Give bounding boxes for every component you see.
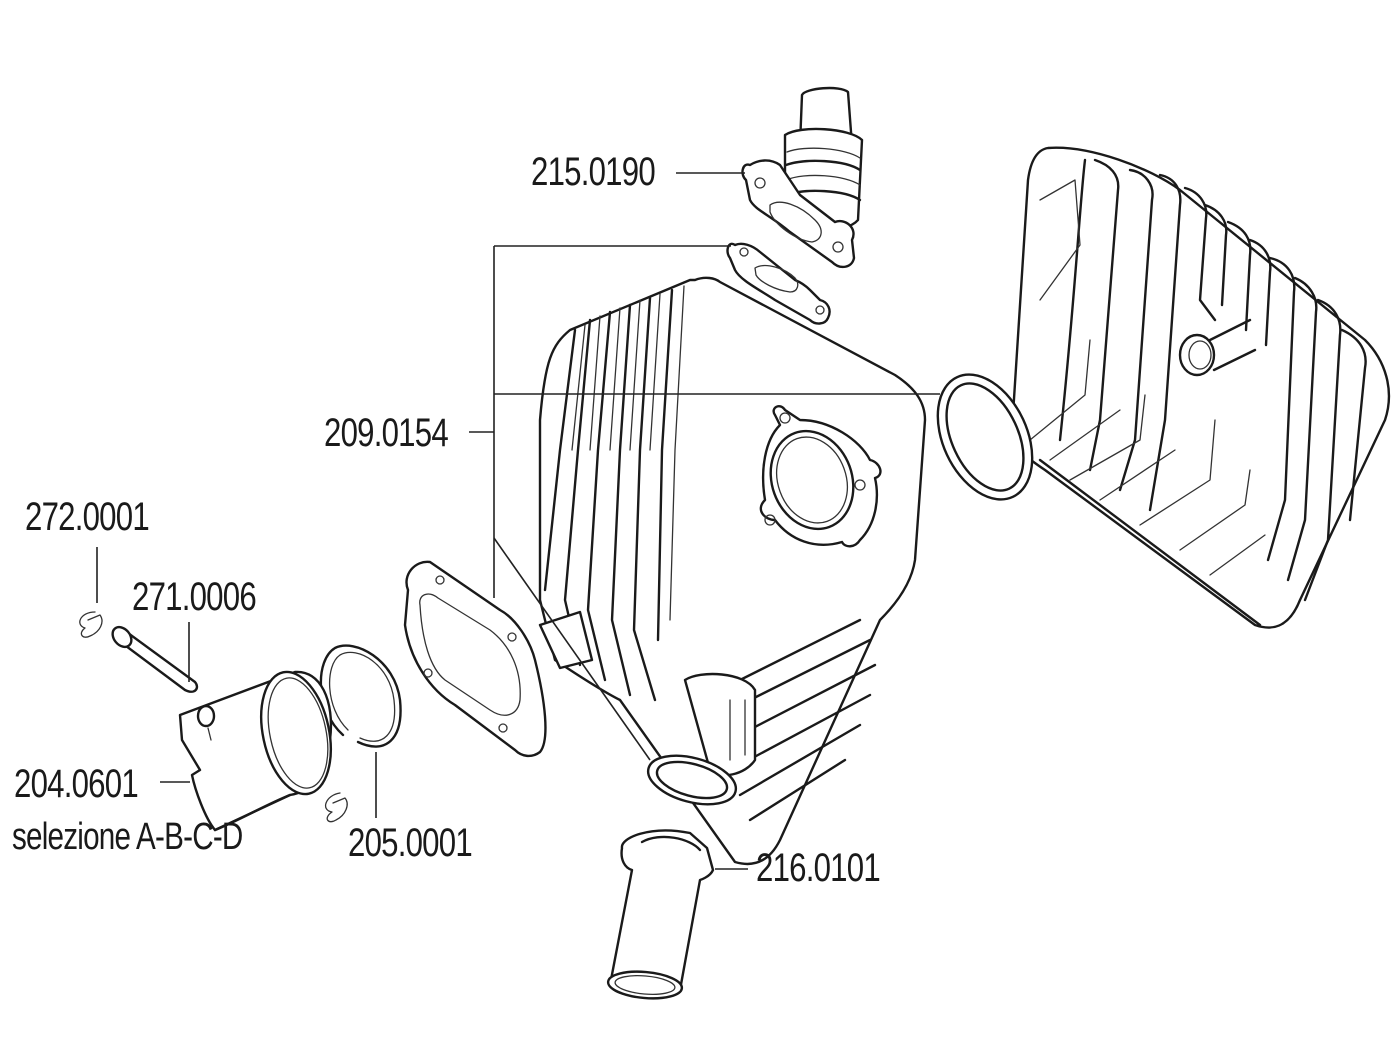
leader-lines [96,172,940,870]
piston-drawing [178,670,333,832]
circlip-bottom-drawing [324,792,348,823]
part-label-271-0006: 271.0006 [132,575,257,619]
part-label-272-0001: 272.0001 [25,495,150,539]
intake-gasket-drawing [726,242,831,325]
base-gasket-drawing [403,560,547,758]
piston-ring-drawing [319,644,402,748]
cylinder-body-drawing [538,276,927,866]
part-label-216-0101: 216.0101 [756,846,881,890]
circlip-top-drawing [79,611,103,638]
exhaust-stub-drawing [606,829,715,1000]
cylinder-head-drawing [1010,146,1391,629]
piston-selection-note: selezione A-B-C-D [12,816,243,858]
intake-manifold-drawing [741,86,864,269]
part-label-205-0001: 205.0001 [348,821,473,865]
part-label-204-0601: 204.0601 [14,762,139,806]
piston-pin-drawing [111,625,199,693]
part-label-209-0154: 209.0154 [324,411,449,455]
part-label-215-0190: 215.0190 [531,150,656,194]
head-gasket-drawing [936,373,1034,501]
exhaust-gasket-drawing [646,754,738,806]
